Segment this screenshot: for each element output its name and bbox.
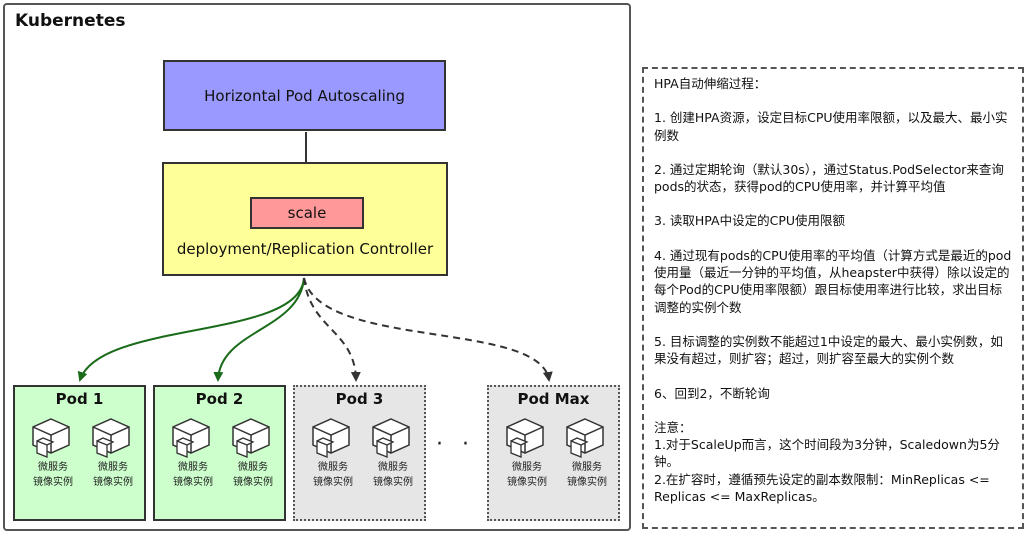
container-cubes-icon — [312, 418, 350, 458]
instance-label-line2: 镜像实例 — [373, 477, 413, 488]
container-cubes-icon — [506, 418, 544, 458]
scale-box: scale — [250, 197, 364, 229]
container-cubes-icon — [566, 418, 604, 458]
pod-max: Pod Max 微服务 镜像实例 微服务 镜像实例 — [487, 385, 620, 521]
instance-label-line2: 镜像实例 — [313, 477, 353, 488]
microservice-instance: 微服务 镜像实例 — [363, 415, 423, 489]
instance-label-line2: 镜像实例 — [507, 477, 547, 488]
instance-label-line1: 微服务 — [378, 462, 408, 473]
instance-label-line2: 镜像实例 — [567, 477, 607, 488]
instance-label-line2: 镜像实例 — [173, 477, 213, 488]
instance-label-line1: 微服务 — [38, 462, 68, 473]
hpa-process-panel: HPA自动伸缩过程： 1. 创建HPA资源，设定目标CPU使用率限额，以及最大、… — [642, 67, 1024, 529]
hpa-label: Horizontal Pod Autoscaling — [204, 86, 405, 105]
microservice-instance: 微服务 镜像实例 — [163, 415, 223, 489]
pod-2: Pod 2 微服务 镜像实例 微服务 镜像实例 — [153, 385, 286, 521]
container-cubes-icon — [32, 418, 70, 458]
controller-label: deployment/Replication Controller — [176, 240, 434, 258]
process-step-6: 6、回到2，不断轮询 — [654, 385, 770, 401]
scale-label: scale — [287, 204, 327, 222]
note-title: 注意： — [654, 419, 692, 435]
container-cubes-icon — [232, 418, 270, 458]
note-1: 1.对于ScaleUp而言，这个时间段为3分钟，Scaledown为5分钟。 — [654, 437, 1000, 470]
pod-title: Pod 2 — [195, 390, 244, 408]
instance-label-line1: 微服务 — [178, 462, 208, 473]
instance-label-line1: 微服务 — [318, 462, 348, 473]
container-cubes-icon — [372, 418, 410, 458]
note-2: 2.在扩容时，遵循预先设定的副本数限制：MinReplicas <= Repli… — [654, 471, 990, 505]
pod-title: Pod Max — [517, 390, 590, 408]
arrow-to-pod-max — [303, 277, 553, 382]
process-step-2: 2. 通过定期轮询（默认30s），通过Status.PodSelector来查询… — [654, 161, 1004, 195]
instance-label-line2: 镜像实例 — [233, 477, 273, 488]
instance-label-line1: 微服务 — [572, 462, 602, 473]
instance-label-line2: 镜像实例 — [93, 477, 133, 488]
pod-1: Pod 1 微服务 镜像实例 微服务 镜像实例 — [13, 385, 146, 521]
pod-title: Pod 1 — [55, 390, 104, 408]
hpa-box: Horizontal Pod Autoscaling — [163, 60, 446, 131]
microservice-instance: 微服务 镜像实例 — [23, 415, 83, 489]
instance-label-line1: 微服务 — [98, 462, 128, 473]
container-cubes-icon — [172, 418, 210, 458]
container-cubes-icon — [92, 418, 130, 458]
arrow-to-pod-1 — [77, 277, 305, 382]
kubernetes-title: Kubernetes — [15, 11, 126, 31]
more-pods-ellipsis: · · · — [436, 432, 501, 457]
microservice-instance: 微服务 镜像实例 — [557, 415, 617, 489]
process-step-4: 4. 通过现有pods的CPU使用率的平均值（计算方式是最近的pod使用量（最近… — [654, 247, 1012, 315]
arrow-to-pod-3 — [303, 277, 361, 382]
microservice-instance: 微服务 镜像实例 — [497, 415, 557, 489]
process-step-3: 3. 读取HPA中设定的CPU使用限额 — [654, 213, 846, 229]
arrow-to-pod-2 — [213, 277, 305, 382]
microservice-instance: 微服务 镜像实例 — [303, 415, 363, 489]
instance-label-line2: 镜像实例 — [33, 477, 73, 488]
pod-3: Pod 3 微服务 镜像实例 微服务 镜像实例 — [293, 385, 426, 521]
process-step-1: 1. 创建HPA资源，设定目标CPU使用率限额，以及最大、最小实例数 — [654, 110, 1008, 143]
microservice-instance: 微服务 镜像实例 — [83, 415, 143, 489]
process-heading: HPA自动伸缩过程： — [654, 76, 767, 91]
process-step-5: 5. 目标调整的实例数不能超过1中设定的最大、最小实例数，如果没有超过，则扩容；… — [654, 333, 1003, 367]
instance-label-line1: 微服务 — [512, 462, 542, 473]
microservice-instance: 微服务 镜像实例 — [223, 415, 283, 489]
instance-label-line1: 微服务 — [238, 462, 268, 473]
pod-title: Pod 3 — [335, 390, 384, 408]
